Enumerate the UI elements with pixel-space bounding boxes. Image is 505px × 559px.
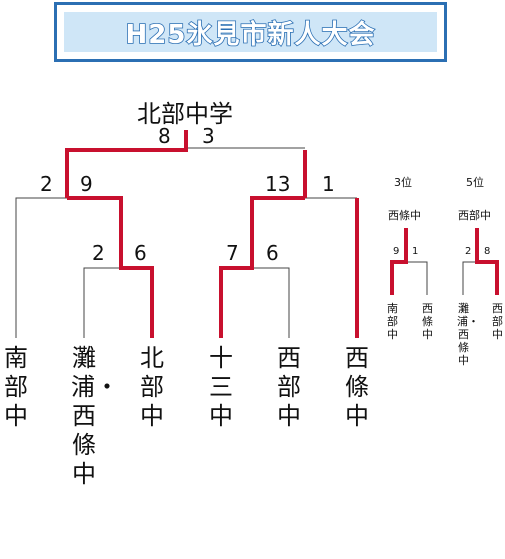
third-place-left-score: 9 [393, 246, 400, 257]
final-right-score: 3 [202, 124, 215, 148]
champion-label: 北部中学 [137, 100, 233, 128]
fifth-line-left [462, 261, 477, 295]
team-hokubu: 北部中 [140, 344, 164, 430]
quarter-right-left-score: 7 [226, 241, 239, 265]
team-saijo: 西條中 [345, 344, 369, 430]
third-place-heading: 3位 [394, 176, 412, 189]
semi-right-right-score: 1 [322, 172, 335, 196]
quarter-left-right-score: 6 [134, 241, 147, 265]
title-banner: H25氷見市新人大会 [54, 2, 447, 62]
third-place-team-saijo: 西條中 [422, 302, 433, 341]
fifth-place-team-nadaura-saijo: 灘浦・西條中 [457, 302, 479, 367]
title-banner-inner: H25氷見市新人大会 [64, 12, 437, 52]
semi-left-win-path [67, 196, 154, 338]
semi-right-left-score: 13 [265, 172, 291, 196]
third-line-right [406, 261, 428, 295]
fifth-place-team-seibu: 西部中 [492, 302, 503, 341]
tournament-title: H25氷見市新人大会 [125, 19, 376, 51]
semi-left-right-score: 9 [80, 172, 93, 196]
third-place-right-score: 1 [412, 246, 419, 257]
losing-lines [15, 147, 477, 338]
semi-left-line-left [15, 197, 67, 338]
team-seibu: 西部中 [277, 344, 301, 430]
quarter-right-line-right [252, 267, 290, 338]
semi-left-left-score: 2 [40, 172, 53, 196]
team-jusan: 十三中 [209, 344, 233, 430]
fifth-place-winner: 西部中 [458, 209, 491, 222]
team-nanbu: 南部中 [4, 344, 28, 430]
quarter-left-line-left [83, 267, 121, 338]
quarter-left-left-score: 2 [92, 241, 105, 265]
team-nadaura-saijo: 灘浦・西條中 [71, 344, 119, 488]
quarter-right-right-score: 6 [266, 241, 279, 265]
fifth-place-right-score: 8 [484, 246, 491, 257]
quarter-right-win-path [219, 196, 305, 338]
third-win-path [390, 228, 408, 295]
fifth-place-left-score: 2 [465, 246, 472, 257]
fifth-place-heading: 5位 [466, 176, 484, 189]
third-place-team-nanbu: 南部中 [387, 302, 398, 341]
winning-lines [65, 130, 499, 338]
final-left-score: 8 [158, 124, 171, 148]
final-win-path [65, 130, 188, 198]
third-place-winner: 西條中 [388, 209, 421, 222]
fifth-win-path [475, 228, 499, 295]
